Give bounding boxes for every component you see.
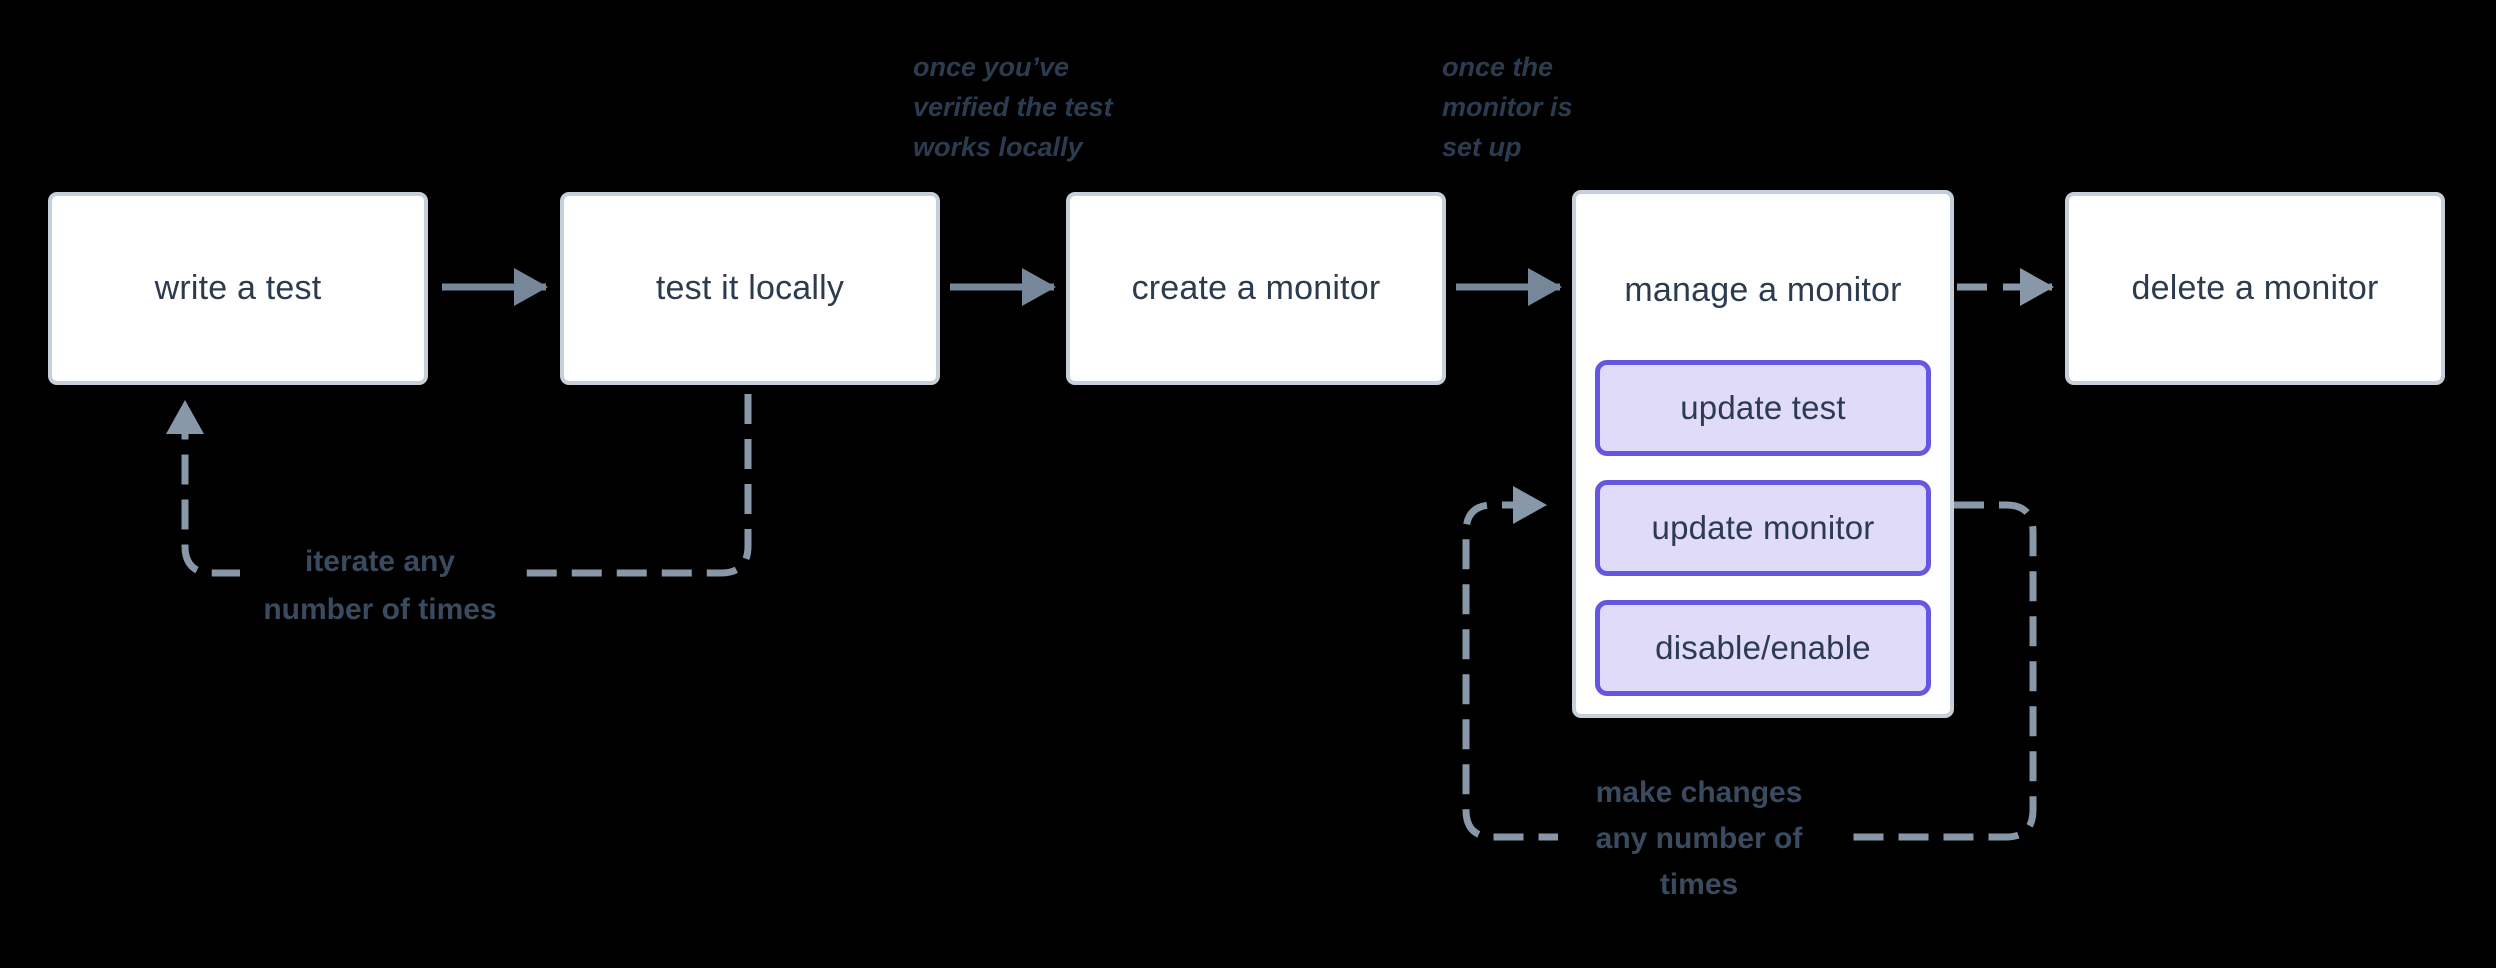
- node-test-it-locally: test it locally: [560, 192, 940, 385]
- node-manage-a-monitor: manage a monitor update test update moni…: [1572, 190, 1954, 718]
- node-create-a-monitor: create a monitor: [1066, 192, 1446, 385]
- annotation-line: once you’ve: [913, 52, 1070, 82]
- loop-label-line: times: [1659, 868, 1739, 901]
- annotation-line: verified the test: [913, 92, 1113, 122]
- annotation-line: works locally: [913, 132, 1083, 162]
- node-label: manage a monitor: [1624, 270, 1902, 309]
- loop-label-line: make changes: [1595, 776, 1803, 809]
- loop-label-make-changes: make changes any number of times: [1558, 768, 1840, 910]
- subnode-label: update monitor: [1651, 509, 1875, 546]
- node-label: delete a monitor: [2131, 269, 2379, 307]
- node-write-a-test: write a test: [48, 192, 428, 385]
- annotation-line: once the: [1442, 52, 1554, 82]
- annotation-verified-locally: once you’ve verified the test works loca…: [913, 47, 1113, 167]
- node-label: test it locally: [655, 269, 845, 307]
- annotation-line: set up: [1442, 132, 1522, 162]
- subnode-update-monitor: update monitor: [1595, 480, 1931, 576]
- node-label: create a monitor: [1131, 269, 1381, 307]
- subnode-label: disable/enable: [1655, 629, 1871, 666]
- loop-label-line: iterate any: [304, 545, 456, 578]
- node-manage-title: manage a monitor: [1576, 194, 1950, 386]
- subnode-disable-enable: disable/enable: [1595, 600, 1931, 696]
- subnode-label: update test: [1680, 389, 1846, 426]
- subnode-update-test: update test: [1595, 360, 1931, 456]
- node-label: write a test: [154, 269, 322, 307]
- loop-make-changes-dashed: [1462, 486, 2037, 841]
- loop-label-line: any number of: [1595, 822, 1803, 855]
- annotation-monitor-set-up: once the monitor is set up: [1442, 47, 1573, 167]
- node-delete-a-monitor: delete a monitor: [2065, 192, 2445, 385]
- loop-label-line: number of times: [263, 593, 497, 626]
- annotation-line: monitor is: [1442, 92, 1573, 122]
- loop-label-iterate: iterate any number of times: [240, 536, 520, 636]
